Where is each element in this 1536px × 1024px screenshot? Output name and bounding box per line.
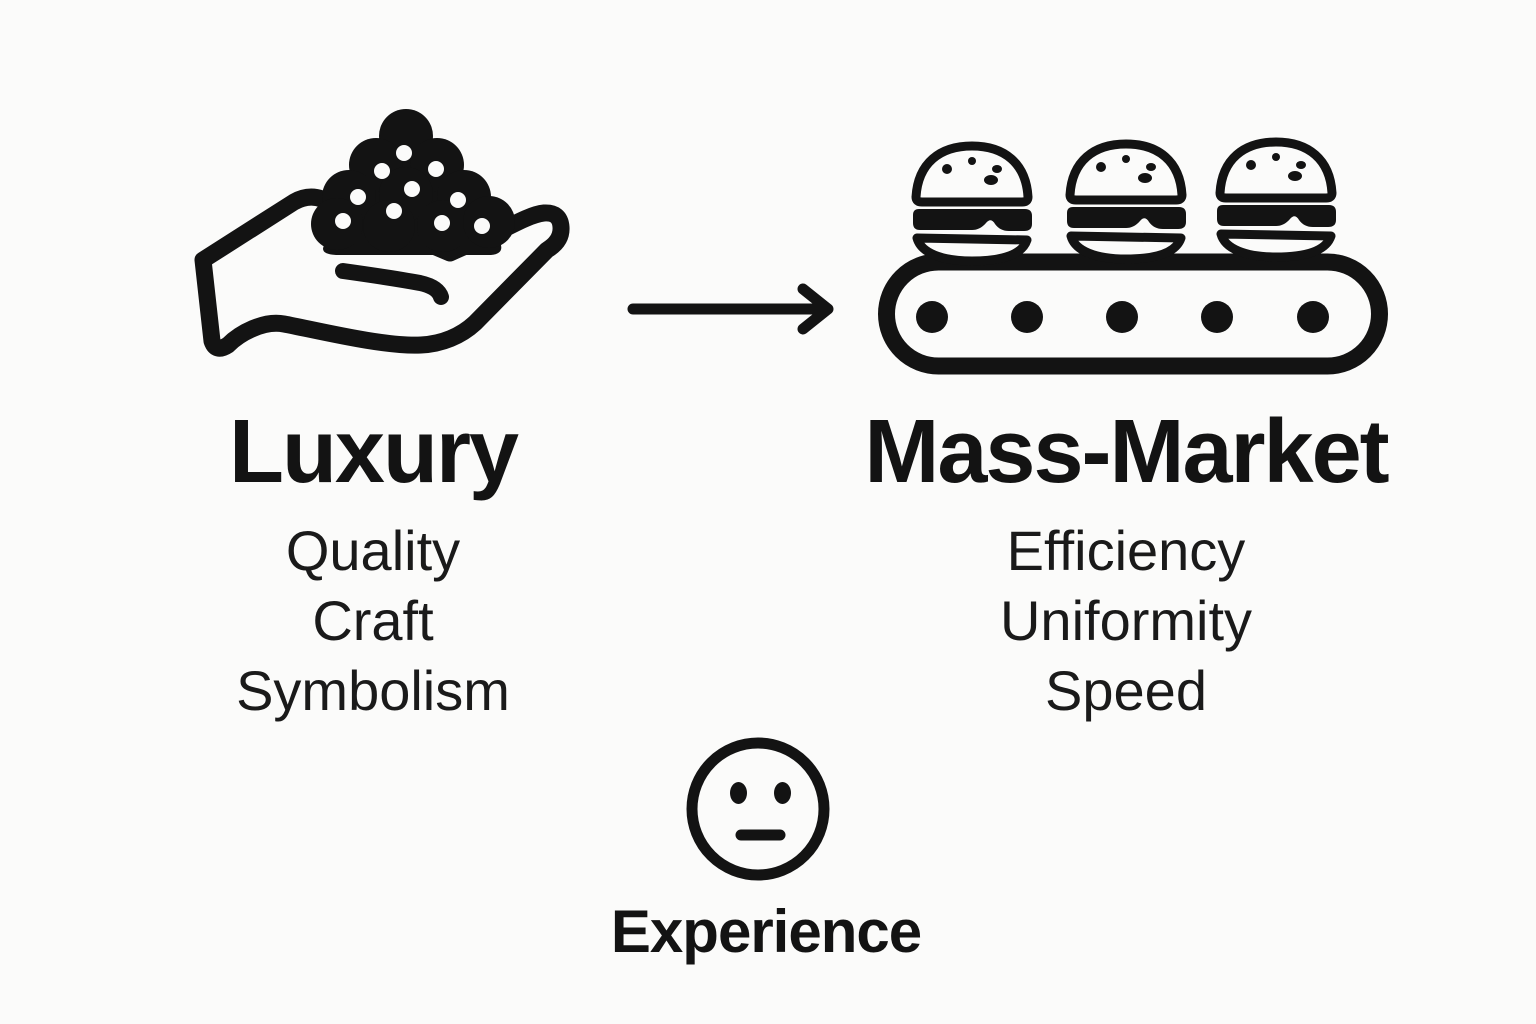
mass-market-traits: Efficiency Uniformity Speed xyxy=(860,516,1392,726)
experience-label: Experience xyxy=(610,898,922,965)
neutral-face-icon xyxy=(686,737,830,881)
luxury-title: Luxury xyxy=(228,402,519,502)
belt-rollers xyxy=(916,301,1329,333)
trait-item: Craft xyxy=(312,589,434,652)
trait-item: Symbolism xyxy=(236,659,510,722)
trait-item: Quality xyxy=(285,519,461,582)
trait-item: Uniformity xyxy=(999,589,1253,652)
burger-conveyor-icon xyxy=(878,133,1388,375)
right-arrow-icon xyxy=(627,283,834,335)
hand-holding-caviar-icon xyxy=(194,109,570,357)
mass-market-title: Mass-Market xyxy=(864,402,1389,502)
trait-item: Efficiency xyxy=(1006,519,1246,582)
trait-item: Speed xyxy=(1045,659,1207,722)
luxury-traits: Quality Craft Symbolism xyxy=(140,516,606,726)
